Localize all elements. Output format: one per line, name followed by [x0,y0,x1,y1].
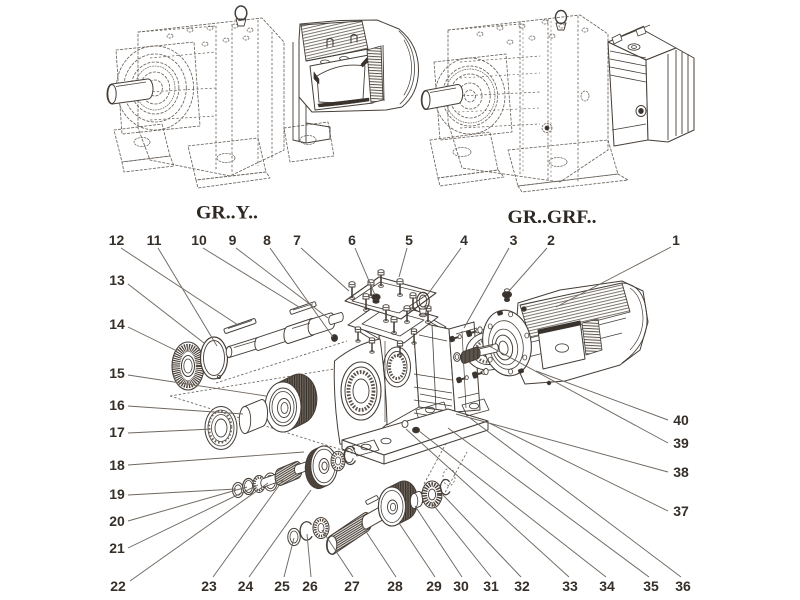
svg-text:16: 16 [109,397,125,413]
svg-text:7: 7 [293,232,301,248]
svg-text:15: 15 [109,365,125,381]
svg-text:19: 19 [109,486,125,502]
svg-text:28: 28 [387,578,403,594]
svg-text:32: 32 [514,578,530,594]
svg-text:33: 33 [562,578,578,594]
svg-text:2: 2 [547,232,555,248]
svg-text:25: 25 [274,578,290,594]
svg-text:31: 31 [483,578,499,594]
svg-text:5: 5 [405,232,413,248]
svg-text:13: 13 [109,272,125,288]
svg-text:27: 27 [344,578,360,594]
svg-text:24: 24 [238,578,254,594]
svg-text:21: 21 [109,540,125,556]
svg-text:26: 26 [302,578,318,594]
svg-text:14: 14 [109,316,125,332]
svg-text:6: 6 [348,232,356,248]
svg-text:17: 17 [109,424,125,440]
svg-text:30: 30 [453,578,469,594]
svg-text:9: 9 [229,232,237,248]
svg-text:40: 40 [673,412,689,428]
svg-text:10: 10 [191,232,207,248]
svg-text:4: 4 [460,232,468,248]
svg-text:38: 38 [673,464,689,480]
svg-text:36: 36 [675,578,691,594]
svg-text:12: 12 [109,232,125,248]
svg-text:20: 20 [109,513,125,529]
svg-text:GR..Y..: GR..Y.. [196,203,258,224]
svg-text:23: 23 [201,578,217,594]
svg-text:3: 3 [510,232,518,248]
svg-text:37: 37 [673,503,689,519]
svg-text:1: 1 [672,232,680,248]
svg-text:8: 8 [263,232,271,248]
svg-text:29: 29 [426,578,442,594]
svg-text:GR..GRF..: GR..GRF.. [508,207,597,228]
svg-text:34: 34 [599,578,615,594]
svg-text:22: 22 [110,578,126,594]
svg-text:35: 35 [643,578,659,594]
svg-text:18: 18 [109,457,125,473]
svg-text:11: 11 [147,232,162,248]
svg-text:39: 39 [673,435,689,451]
